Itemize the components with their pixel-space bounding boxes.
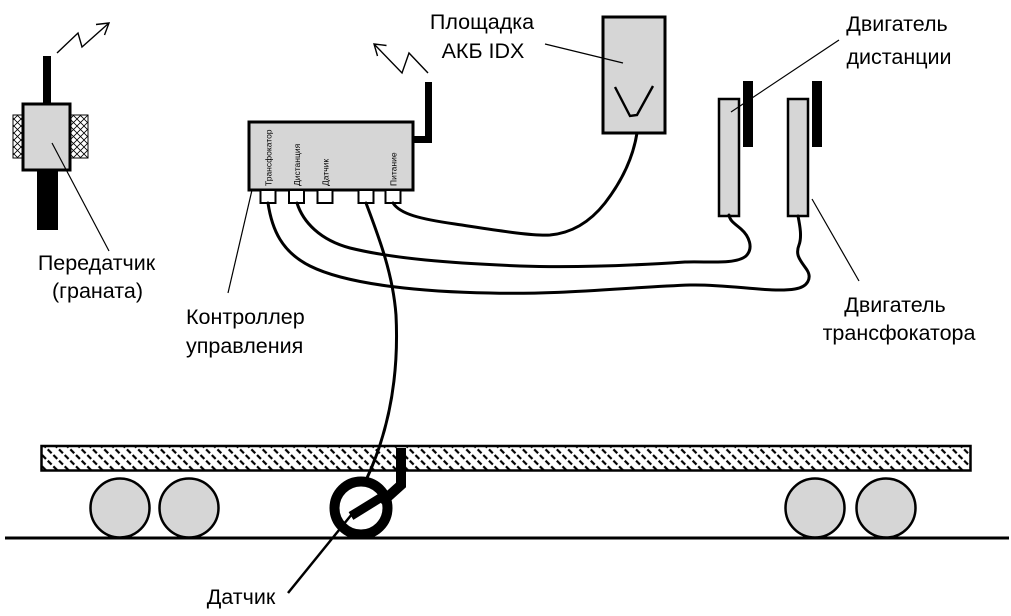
distance-motor-body	[717, 97, 741, 218]
leader-distance-motor	[730, 39, 840, 113]
sensor-ring	[329, 476, 393, 540]
radio-waves-icon	[373, 43, 429, 75]
port-label-transfocator: Трансфокатор	[264, 129, 274, 186]
wheel	[855, 477, 917, 539]
distance-motor-bar	[743, 81, 753, 147]
controller-antenna-foot	[412, 136, 432, 143]
wheel	[784, 477, 846, 539]
distance-motor-label-line1: Двигатель	[846, 12, 947, 36]
controller-box	[247, 120, 415, 192]
zoom-motor-bar	[812, 81, 822, 147]
controller-label-line2: управления	[186, 334, 303, 358]
battery-label-line2: АКБ IDX	[442, 39, 525, 63]
battery-box	[601, 15, 667, 135]
wheels	[89, 477, 917, 539]
controller-port-4	[357, 189, 375, 204]
leader-transmitter	[51, 142, 110, 252]
wheel	[158, 477, 220, 539]
cables	[266, 131, 811, 480]
leader-zoom-motor	[811, 198, 860, 282]
transmitter	[12, 22, 111, 230]
port-label-distance: Дистанция	[292, 143, 302, 186]
wheel	[89, 477, 151, 539]
zoom-motor-label-line1: Двигатель	[844, 293, 945, 317]
battery-platform	[601, 15, 667, 135]
port-label-sensor: Датчик	[321, 159, 331, 186]
sensor-label: Датчик	[207, 585, 276, 609]
transmitter-handle	[37, 170, 58, 230]
text-labels: Передатчик (граната) Контроллер управлен…	[38, 10, 976, 609]
controller-antenna	[425, 82, 432, 143]
transmitter-label-line2: (граната)	[52, 279, 143, 303]
port-label-power: Питание	[389, 152, 399, 186]
battery-v-mark	[613, 85, 655, 118]
cable-zoom-motor	[266, 201, 811, 295]
cable-power	[391, 131, 639, 237]
leader-lines	[51, 39, 860, 594]
controller-label-line1: Контроллер	[186, 305, 305, 329]
transmitter-label-line1: Передатчик	[38, 251, 156, 275]
controller: Трансфокатор Дистанция Датчик Питание	[247, 43, 432, 204]
cable-sensor	[364, 201, 399, 480]
controller-port-3	[316, 189, 334, 204]
controller-port-2	[288, 189, 305, 204]
controller-port-5	[384, 189, 402, 204]
sensor	[329, 448, 406, 540]
radio-waves-icon	[56, 22, 111, 54]
controller-port-1	[259, 189, 277, 204]
leader-controller	[227, 189, 253, 294]
leader-sensor	[287, 513, 353, 594]
dolly-board	[40, 444, 972, 472]
sensor-axle	[348, 491, 388, 520]
zoom-motor	[786, 81, 822, 218]
distance-motor-label-line2: дистанции	[846, 45, 951, 69]
zoom-motor-body	[786, 97, 810, 218]
zoom-motor-label-line2: трансфокатора	[823, 321, 976, 345]
cable-distance-motor	[295, 201, 752, 269]
sensor-bracket	[377, 448, 406, 507]
battery-label-line1: Площадка	[430, 10, 534, 34]
transmitter-antenna	[43, 56, 51, 106]
transmitter-body	[21, 102, 72, 172]
leader-battery	[544, 43, 624, 64]
